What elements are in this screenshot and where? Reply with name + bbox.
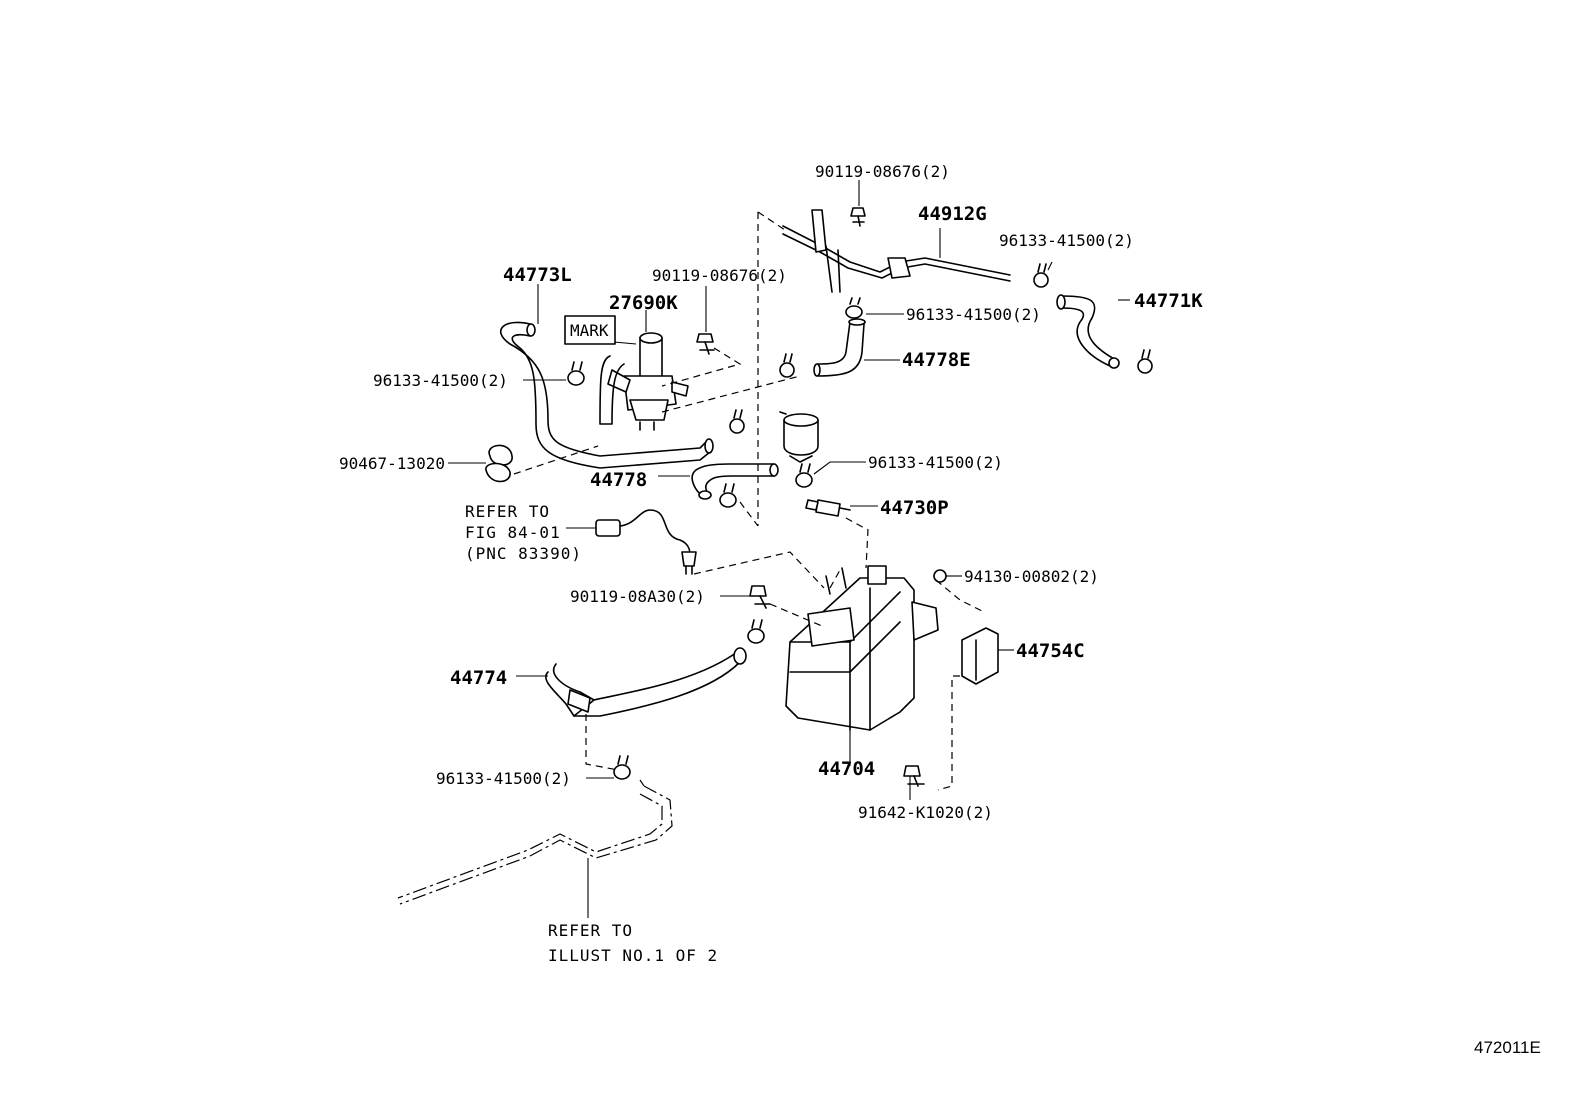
fuel-line-lower [397, 779, 673, 905]
callout-90119-08676-top: 90119-08676(2) [815, 162, 950, 181]
callout-44774: 44774 [450, 667, 507, 689]
callout-90119-08676-mid: 90119-08676(2) [652, 266, 787, 285]
callout-44730P: 44730P [880, 497, 949, 519]
callout-44773L: 44773L [503, 264, 572, 286]
clamp-icon [567, 361, 585, 386]
fitting-44730P [805, 499, 851, 517]
clamp-icon [613, 755, 631, 780]
callout-96133-41500-right: 96133-41500(2) [868, 453, 1003, 472]
clamp-icon [795, 463, 813, 488]
hose-44771K [1056, 294, 1120, 369]
clamp-icon [729, 409, 745, 434]
callout-44778: 44778 [590, 469, 647, 491]
clamp-icon [747, 619, 765, 644]
callout-91642-K1020: 91642-K1020(2) [858, 803, 993, 822]
bolt-icon [749, 585, 771, 609]
nut-icon [933, 569, 947, 583]
bolt-icon [696, 333, 715, 355]
figure-id: 472011E [1474, 1038, 1541, 1057]
callout-refer-fig-line1: REFER TO [465, 502, 550, 521]
callout-90467-13020: 90467-13020 [339, 454, 445, 473]
callout-96133-41500-left: 96133-41500(2) [373, 371, 508, 390]
sensor-harness [595, 509, 697, 575]
clamp-icon [719, 483, 737, 508]
callout-44912G: 44912G [918, 203, 987, 225]
callout-refer-fig-line3: (PNC 83390) [465, 544, 582, 563]
clamp-icon [845, 297, 863, 319]
callout-44778E: 44778E [902, 349, 971, 371]
callout-refer-illust-line1: REFER TO [548, 921, 633, 940]
canister-44704 [785, 565, 939, 731]
callout-refer-fig-line2: FIG 84-01 [465, 523, 561, 542]
clamp-icon [1033, 263, 1049, 288]
callout-96133-41500-bottom-left: 96133-41500(2) [436, 769, 571, 788]
hose-44778E [813, 318, 866, 377]
callout-44704: 44704 [818, 758, 875, 780]
clip-90467 [485, 444, 513, 483]
clamp-icon [779, 353, 795, 378]
hose-44774 [545, 647, 747, 717]
clamp-icon [1137, 349, 1153, 374]
vapor-pipe-44912G [782, 209, 1011, 293]
callout-90119-08A30: 90119-08A30(2) [570, 587, 705, 606]
callout-94130-00802: 94130-00802(2) [964, 567, 1099, 586]
callout-44771K: 44771K [1134, 290, 1203, 312]
bolt-icon [850, 207, 866, 227]
callout-96133-41500-mid: 96133-41500(2) [906, 305, 1041, 324]
callout-refer-illust-line2: ILLUST NO.1 OF 2 [548, 946, 718, 965]
mark-box [564, 315, 616, 345]
callout-44754C: 44754C [1016, 640, 1085, 662]
bracket-44754C [961, 627, 999, 685]
callout-96133-41500-top-right: 96133-41500(2) [999, 231, 1134, 250]
hose-44773L [499, 321, 714, 469]
callout-27690K: 27690K [609, 292, 678, 314]
callout-mark: MARK [570, 321, 609, 340]
valve-27690K [607, 332, 689, 431]
hose-44778 [691, 463, 779, 500]
cap-part [779, 411, 819, 463]
bolt-icon [903, 765, 925, 787]
